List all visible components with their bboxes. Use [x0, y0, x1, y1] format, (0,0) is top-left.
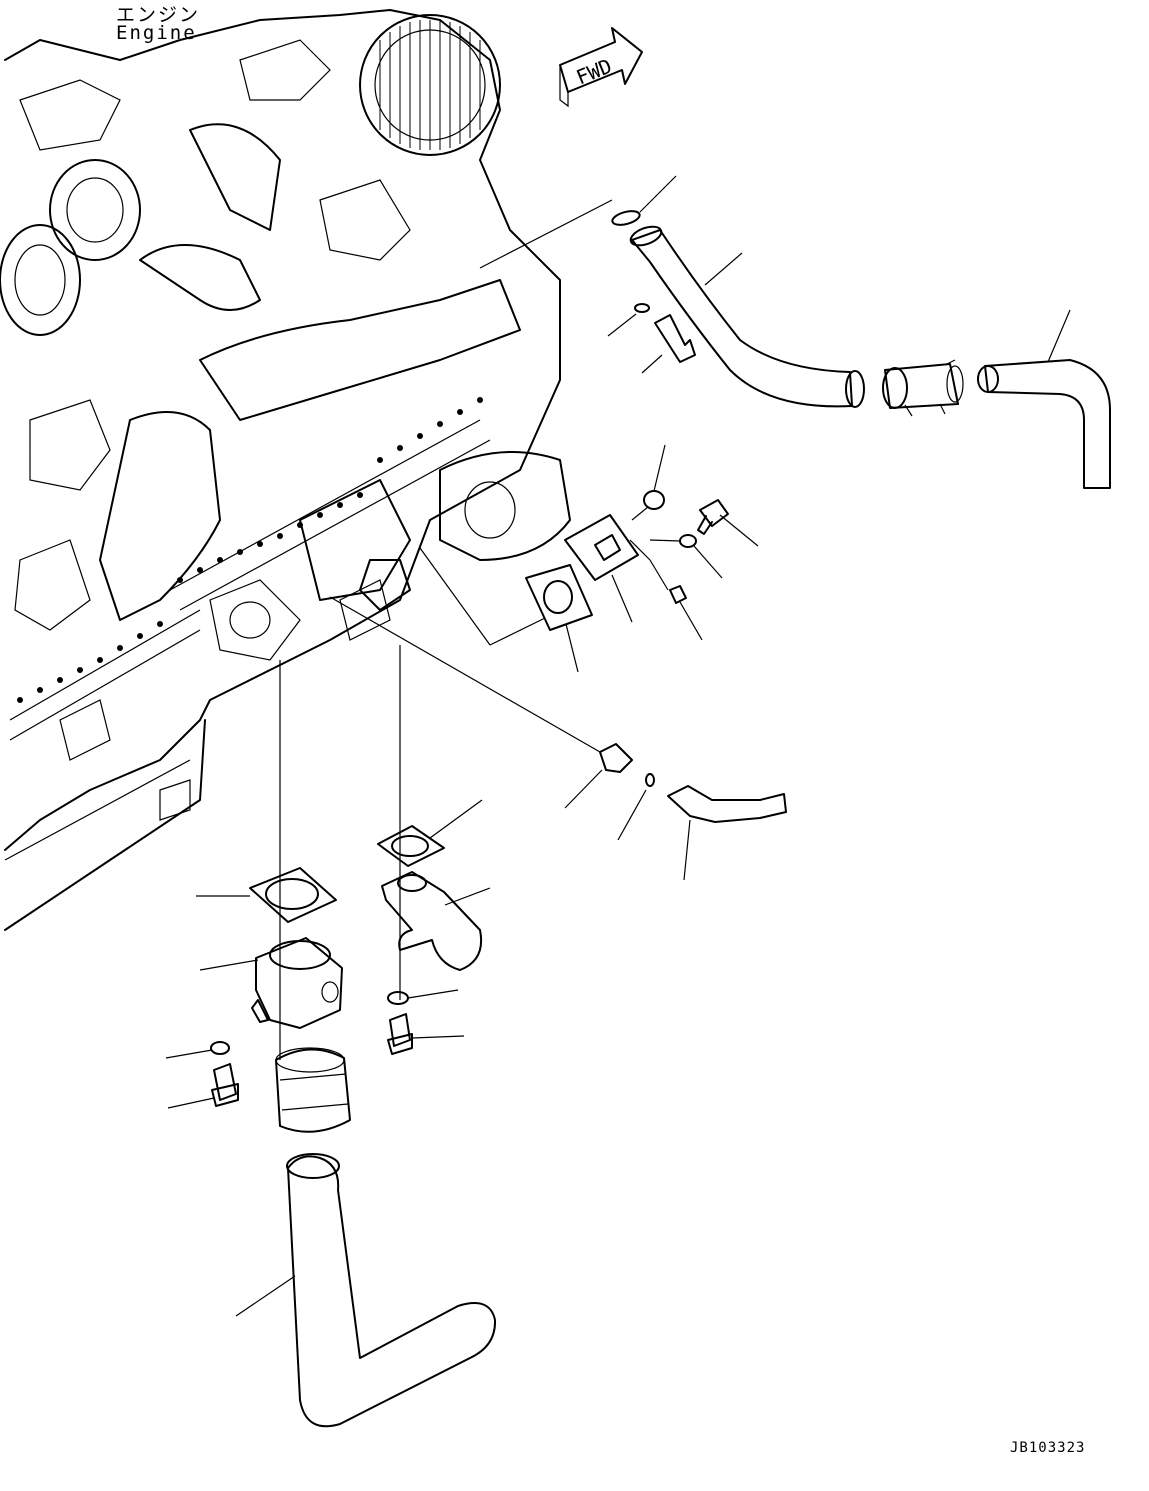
middle-fittings-group: [419, 444, 759, 673]
engine-label-english: Engine: [116, 22, 197, 44]
engine-assembly: [0, 9, 571, 931]
fwd-arrow-label: FWD: [573, 54, 615, 90]
lower-right-fittings-group: [329, 596, 787, 881]
engine-label-japanese: エンジン: [116, 4, 201, 26]
lower-outlet-group: [165, 645, 497, 1428]
drawing-code: JB103323: [1010, 1440, 1086, 1456]
upper-hose-group: [479, 175, 1111, 489]
fwd-arrow-icon: FWD: [559, 27, 643, 108]
